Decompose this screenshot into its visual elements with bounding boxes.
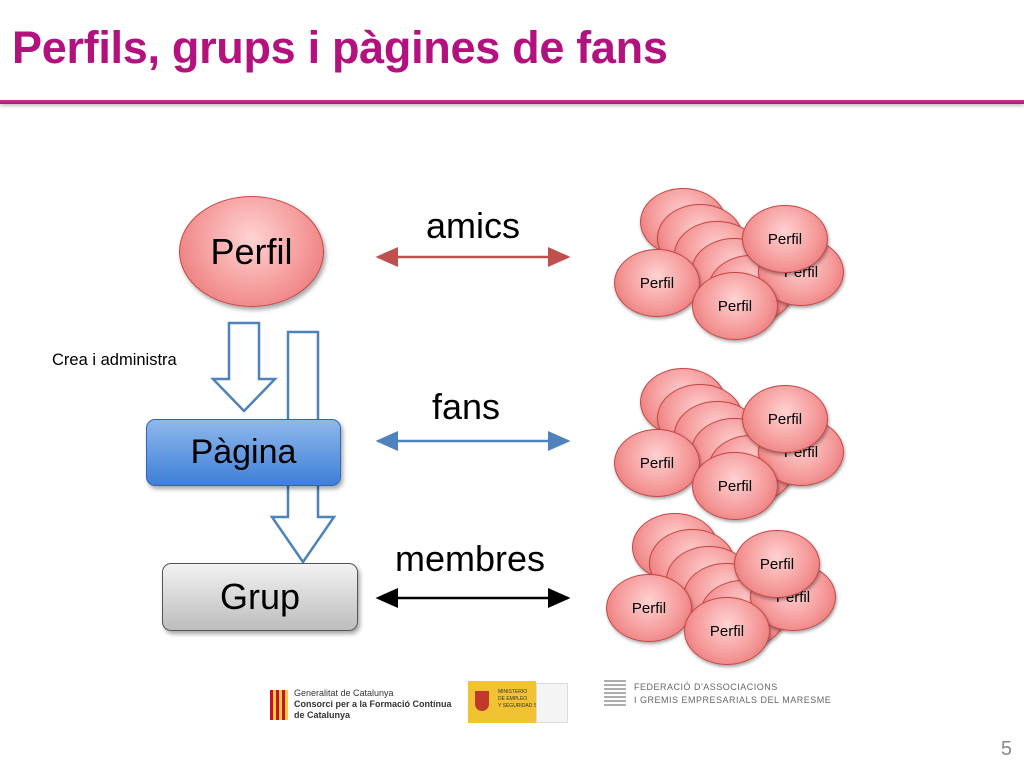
- generalitat-logo: Generalitat de Catalunya Consorci per a …: [270, 688, 452, 724]
- perfil-ellipse: Perfil: [734, 530, 820, 598]
- spain-coat-of-arms-icon: [468, 681, 496, 723]
- perfil-ellipse-label: Perfil: [767, 230, 803, 248]
- perfil-ellipse-label: Perfil: [759, 555, 795, 573]
- logo3-line2: I GREMIS EMPRESARIALS DEL MARESME: [634, 695, 832, 705]
- perfil-ellipse: Perfil: [742, 385, 828, 453]
- title-underline: [0, 100, 1024, 104]
- page-number: 5: [1000, 738, 1012, 760]
- perfil-ellipse: Perfil: [742, 205, 828, 273]
- crea-i-administra-label: Crea i administra: [52, 351, 177, 369]
- pagina-node: Pàgina: [146, 419, 341, 486]
- logo2-line3: Y SEGURIDAD SOCIAL: [498, 703, 553, 709]
- perfil-ellipse: Perfil: [692, 452, 778, 520]
- block-arrow-down-perfil-pagina: [210, 321, 278, 413]
- perfil-ellipse-label: Perfil: [631, 599, 667, 617]
- perfil-ellipse: Perfil: [606, 574, 692, 642]
- perfil-ellipse-label: Perfil: [717, 477, 753, 495]
- perfil-node: Perfil: [179, 196, 324, 307]
- grup-node: Grup: [162, 563, 358, 631]
- logo1-line1: Generalitat de Catalunya: [294, 688, 394, 698]
- perfil-node-label: Perfil: [210, 230, 293, 272]
- perfil-ellipse-label: Perfil: [639, 454, 675, 472]
- logo2-line1: MINISTERIO: [498, 689, 528, 695]
- ministerio-logo: MINISTERIO DE EMPLEO Y SEGURIDAD SOCIAL: [468, 681, 568, 723]
- perfil-ellipse: Perfil: [692, 272, 778, 340]
- membres-label: membres: [395, 538, 546, 579]
- logo1-line3: de Catalunya: [294, 710, 351, 720]
- logo2-line2: DE EMPLEO: [498, 696, 528, 702]
- logo1-line2: Consorci per a la Formació Contínua: [294, 699, 452, 709]
- perfil-ellipse-label: Perfil: [639, 274, 675, 292]
- federacio-grid-icon: [604, 680, 626, 706]
- perfil-ellipse: Perfil: [614, 429, 700, 497]
- perfil-ellipse: Perfil: [614, 249, 700, 317]
- fans-label: fans: [432, 386, 501, 427]
- perfil-ellipse-label: Perfil: [767, 410, 803, 428]
- generalitat-emblem-icon: [270, 690, 288, 720]
- slide-title: Perfils, grups i pàgines de fans: [12, 22, 668, 73]
- logo3-line1: FEDERACIÓ D'ASSOCIACIONS: [634, 682, 778, 692]
- amics-label: amics: [426, 205, 521, 246]
- federacio-logo: FEDERACIÓ D'ASSOCIACIONS I GREMIS EMPRES…: [604, 680, 831, 710]
- perfil-ellipse: Perfil: [684, 597, 770, 665]
- perfil-ellipse-label: Perfil: [717, 297, 753, 315]
- pagina-node-label: Pàgina: [190, 433, 297, 471]
- grup-node-label: Grup: [219, 576, 301, 617]
- perfil-ellipse-label: Perfil: [709, 622, 745, 640]
